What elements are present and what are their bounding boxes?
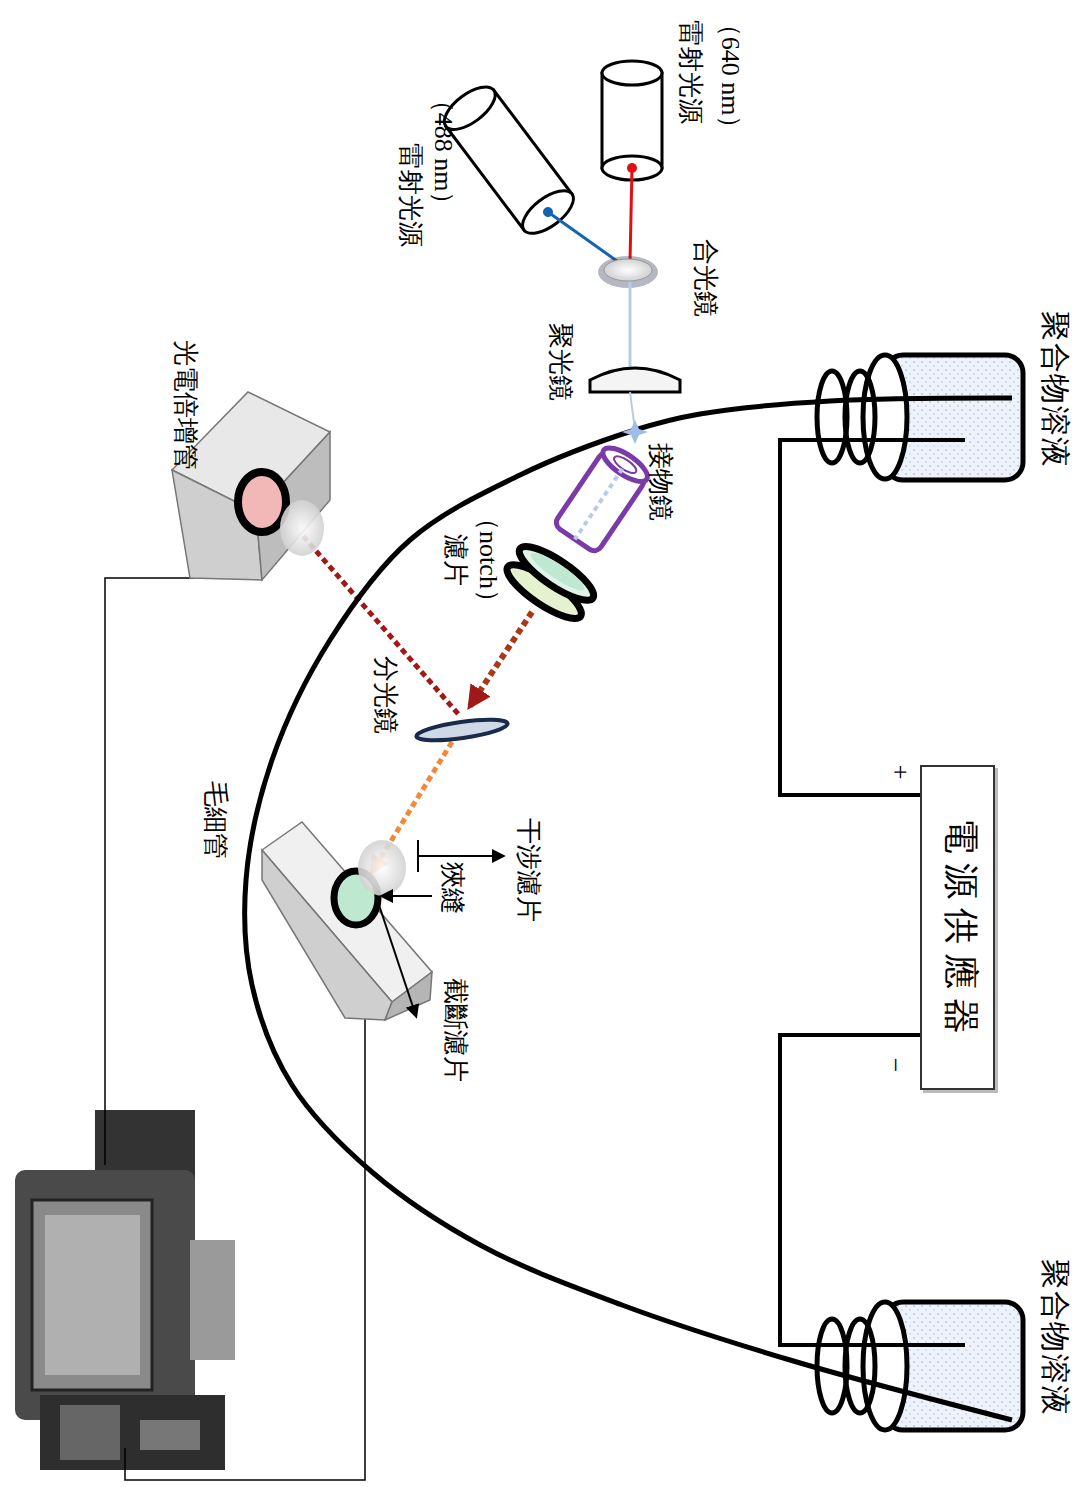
part-label: 雷射光源 (396, 143, 425, 247)
laser-488 (437, 79, 580, 241)
notch-filter (500, 538, 600, 627)
part-label: 雷射光源 (676, 20, 705, 124)
power-supply-box: 電源供應器 (920, 765, 995, 1090)
blue-beam (548, 212, 624, 266)
condenser-lens (590, 368, 680, 392)
leader-line (418, 855, 503, 857)
detection-point (622, 420, 648, 444)
part-label: 聚光鏡 (546, 323, 575, 401)
capillary (245, 398, 1012, 1420)
part-label: 分光鏡 (371, 656, 400, 734)
slit-detector (262, 822, 432, 1020)
power-wire (780, 440, 920, 795)
emission-beam (470, 612, 532, 706)
part-label: 接物鏡 (646, 443, 675, 521)
beaker-label: 聚合物溶液 (1039, 311, 1072, 469)
combined-beam (629, 282, 632, 368)
polymer-beaker (800, 355, 1023, 480)
part-label: + (886, 765, 915, 780)
part-label: 干涉濾片 (514, 818, 543, 922)
part-label: 狹縫 (438, 862, 467, 914)
signal-wire (125, 1018, 365, 1480)
objective-lens (553, 442, 652, 554)
part-label: （488 nm） (429, 87, 458, 218)
combining-mirror (604, 259, 652, 281)
leader-line (417, 840, 419, 872)
leader-line (378, 902, 416, 1016)
part-label: − (881, 1058, 910, 1073)
laser-640 (602, 61, 662, 180)
part-label: 毛細管 (201, 781, 230, 859)
part-label: 濾片 (441, 534, 470, 586)
capillary-tube (245, 398, 1012, 1420)
part-label: （640 nm） (716, 11, 745, 142)
power-wire (780, 1035, 920, 1345)
mirror-shadow (598, 256, 658, 288)
part-label: 合光鏡 (691, 239, 720, 317)
polymer-beaker (800, 1302, 1023, 1430)
part-label: 截斷濾片 (441, 978, 470, 1082)
leader-line (382, 895, 432, 897)
part-label: （notch） (474, 505, 503, 615)
solution-beaker: 聚合物溶液 (800, 300, 1075, 485)
beam-splitter (415, 716, 508, 745)
solution-beaker: 聚合物溶液 (800, 1250, 1075, 1450)
computer (15, 1110, 235, 1470)
part-label: 光電倍增管 (171, 340, 200, 470)
signal-wire (105, 578, 195, 1165)
beaker-label: 聚合物溶液 (1039, 1259, 1072, 1417)
red-beam (630, 168, 632, 262)
box-label: 電源供應器 (940, 817, 980, 1042)
